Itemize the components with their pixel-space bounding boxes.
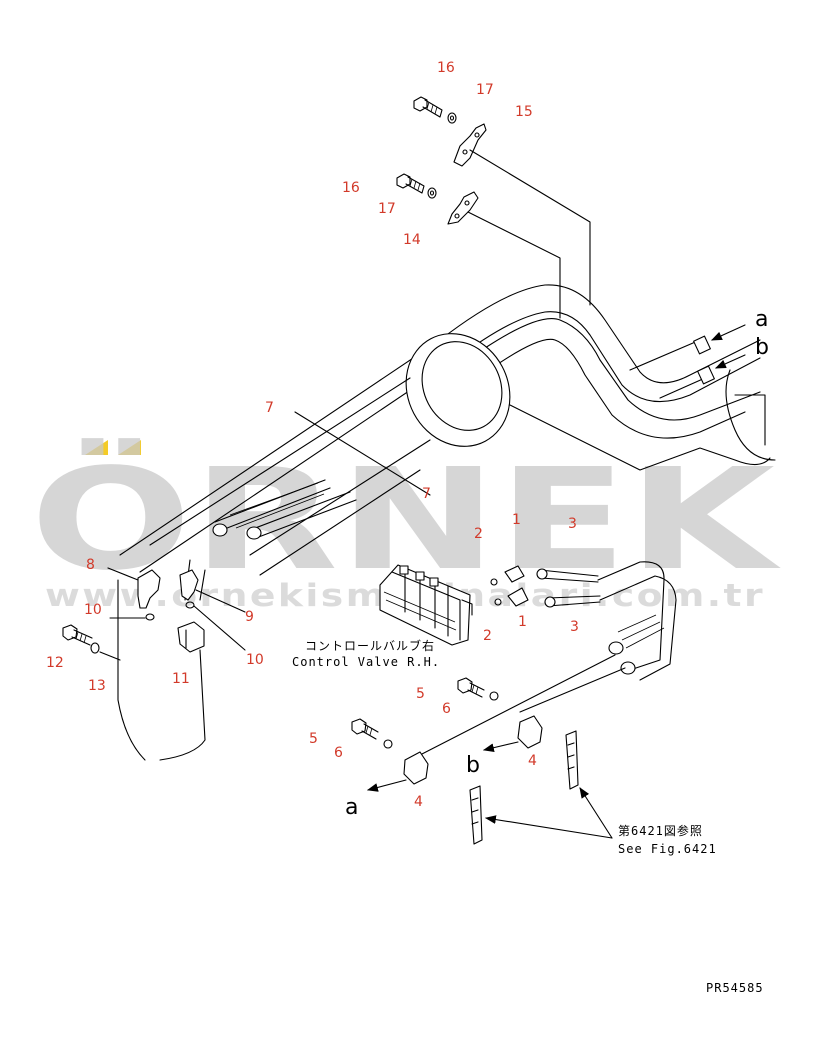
letter-b-top: b [755, 335, 769, 360]
valve-fittings [490, 561, 677, 681]
callout-3a: 3 [568, 516, 577, 532]
callout-7a: 7 [265, 400, 274, 416]
control-valve-label-jp: コントロールバルブ右 [305, 638, 435, 653]
text-labels: コントロールバルブ右 Control Valve R.H. 第6421図参照 S… [292, 638, 764, 995]
control-valve-label-en: Control Valve R.H. [292, 655, 440, 669]
letter-b-bottom: b [466, 753, 480, 778]
connection-letters: a b b a [345, 307, 769, 820]
control-valve [379, 564, 473, 646]
left-pipe-assembly [62, 559, 246, 761]
letter-a-top: a [755, 307, 768, 332]
callout-9: 9 [245, 609, 254, 625]
boom-pipe-assembly [119, 284, 776, 576]
callout-10a: 10 [84, 602, 102, 618]
letter-a-bottom: a [345, 795, 358, 820]
callout-1b: 1 [518, 614, 527, 630]
callout-17a: 17 [476, 82, 494, 98]
see-fig-label-en: See Fig.6421 [618, 842, 717, 856]
callout-14: 14 [403, 232, 421, 248]
callout-5b: 5 [309, 731, 318, 747]
lower-clamp-assembly [351, 654, 626, 845]
callout-16b: 16 [342, 180, 360, 196]
see-fig-label-jp: 第6421図参照 [618, 823, 703, 838]
callout-10b: 10 [246, 652, 264, 668]
callout-4a: 4 [528, 753, 537, 769]
callout-8: 8 [86, 557, 95, 573]
callout-4b: 4 [414, 794, 423, 810]
callout-16a: 16 [437, 60, 455, 76]
callout-6b: 6 [334, 745, 343, 761]
callout-17b: 17 [378, 201, 396, 217]
callout-7b: 7 [422, 486, 431, 502]
callout-11: 11 [172, 671, 190, 687]
callout-15: 15 [515, 104, 533, 120]
callout-6a: 6 [442, 701, 451, 717]
hose-7-pair [212, 411, 431, 540]
callout-1a: 1 [512, 512, 521, 528]
part-number: PR54585 [706, 981, 764, 995]
callout-2a: 2 [474, 526, 483, 542]
callout-3b: 3 [570, 619, 579, 635]
bracket-14-assembly [396, 173, 561, 319]
bracket-15-assembly [413, 96, 591, 306]
callout-5a: 5 [416, 686, 425, 702]
callout-2b: 2 [483, 628, 492, 644]
callout-12: 12 [46, 655, 64, 671]
callout-labels: 16 17 15 16 17 14 7 7 8 10 9 10 12 13 11… [46, 60, 579, 810]
callout-13: 13 [88, 678, 106, 694]
